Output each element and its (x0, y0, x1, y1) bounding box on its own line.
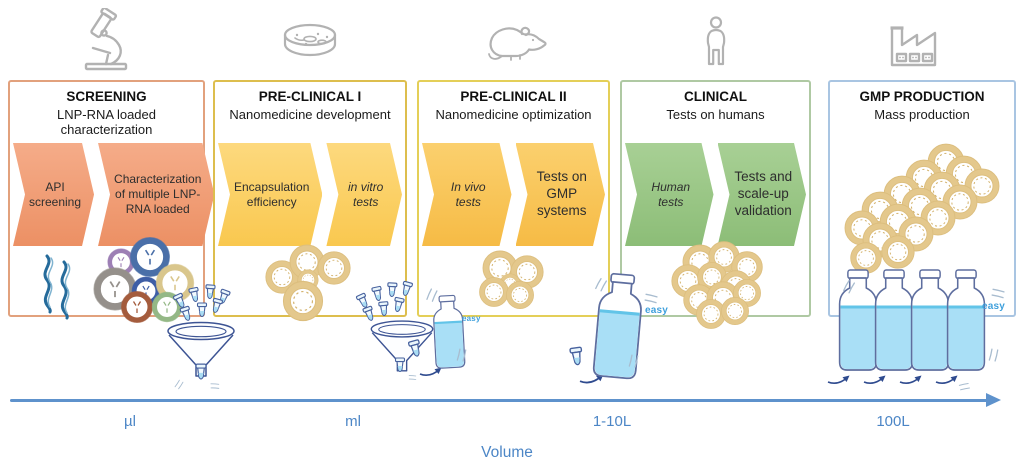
stage-title: GMP PRODUCTION (859, 89, 985, 104)
stage-title: PRE-CLINICAL I (258, 89, 362, 104)
microscope-icon (84, 8, 128, 71)
volume-axis-line (10, 399, 988, 402)
stage-panel-gmp-production: GMP PRODUCTION Mass production (828, 80, 1016, 317)
stage-title: CLINICAL (684, 89, 747, 104)
stage-panel-screening: SCREENING LNP-RNA loaded characterizatio… (8, 80, 205, 317)
stage-panel-clinical: CLINICAL Tests on humans Human tests Tes… (620, 80, 811, 317)
step-chevron: in vitro tests (326, 143, 402, 246)
stage-steps: Human tests Tests and scale-up validatio… (625, 143, 806, 246)
stage-steps: In vivo tests Tests on GMP systems (422, 143, 605, 246)
easy-label: easy (462, 314, 481, 323)
axis-tick-100l: 100L (876, 413, 910, 430)
step-chevron: In vivo tests (422, 143, 512, 246)
stage-panel-preclinical-2: PRE-CLINICAL II Nanomedicine optimizatio… (417, 80, 610, 317)
axis-tick-ml: ml (345, 413, 361, 430)
stage-subtitle: Mass production (874, 106, 970, 122)
easy-label: easy (982, 301, 1006, 312)
stage-title: PRE-CLINICAL II (460, 89, 567, 104)
stage-steps: API screening Characterization of multip… (13, 143, 200, 246)
step-chevron: Tests and scale-up validation (718, 143, 807, 246)
axis-tick-1-10l: 1-10L (592, 413, 632, 430)
axis-title: Volume (481, 444, 533, 461)
step-chevron: API screening (13, 143, 94, 246)
step-chevron: Encapsulation efficiency (218, 143, 322, 246)
stage-title: SCREENING (66, 89, 147, 104)
stage-subtitle: Nanomedicine development (229, 106, 391, 122)
volume-axis-arrowhead (986, 393, 1001, 407)
step-chevron: Characterization of multiple LNP-RNA loa… (98, 143, 214, 246)
stage-panel-preclinical-1: PRE-CLINICAL I Nanomedicine development … (213, 80, 407, 317)
petri-dish-icon (283, 23, 337, 57)
factory-icon (890, 26, 937, 67)
stage-subtitle: LNP-RNA loaded characterization (57, 106, 156, 138)
axis-tick-ul: µl (124, 413, 136, 430)
stage-subtitle: Tests on humans (666, 106, 765, 122)
step-chevron: Human tests (625, 143, 714, 246)
stage-steps: Encapsulation efficiency in vitro tests (218, 143, 402, 246)
stage-subtitle: Nanomedicine optimization (435, 106, 592, 122)
step-chevron: Tests on GMP systems (516, 143, 606, 246)
mouse-icon (488, 26, 547, 61)
person-icon (706, 16, 726, 66)
easy-label: easy (645, 305, 669, 316)
